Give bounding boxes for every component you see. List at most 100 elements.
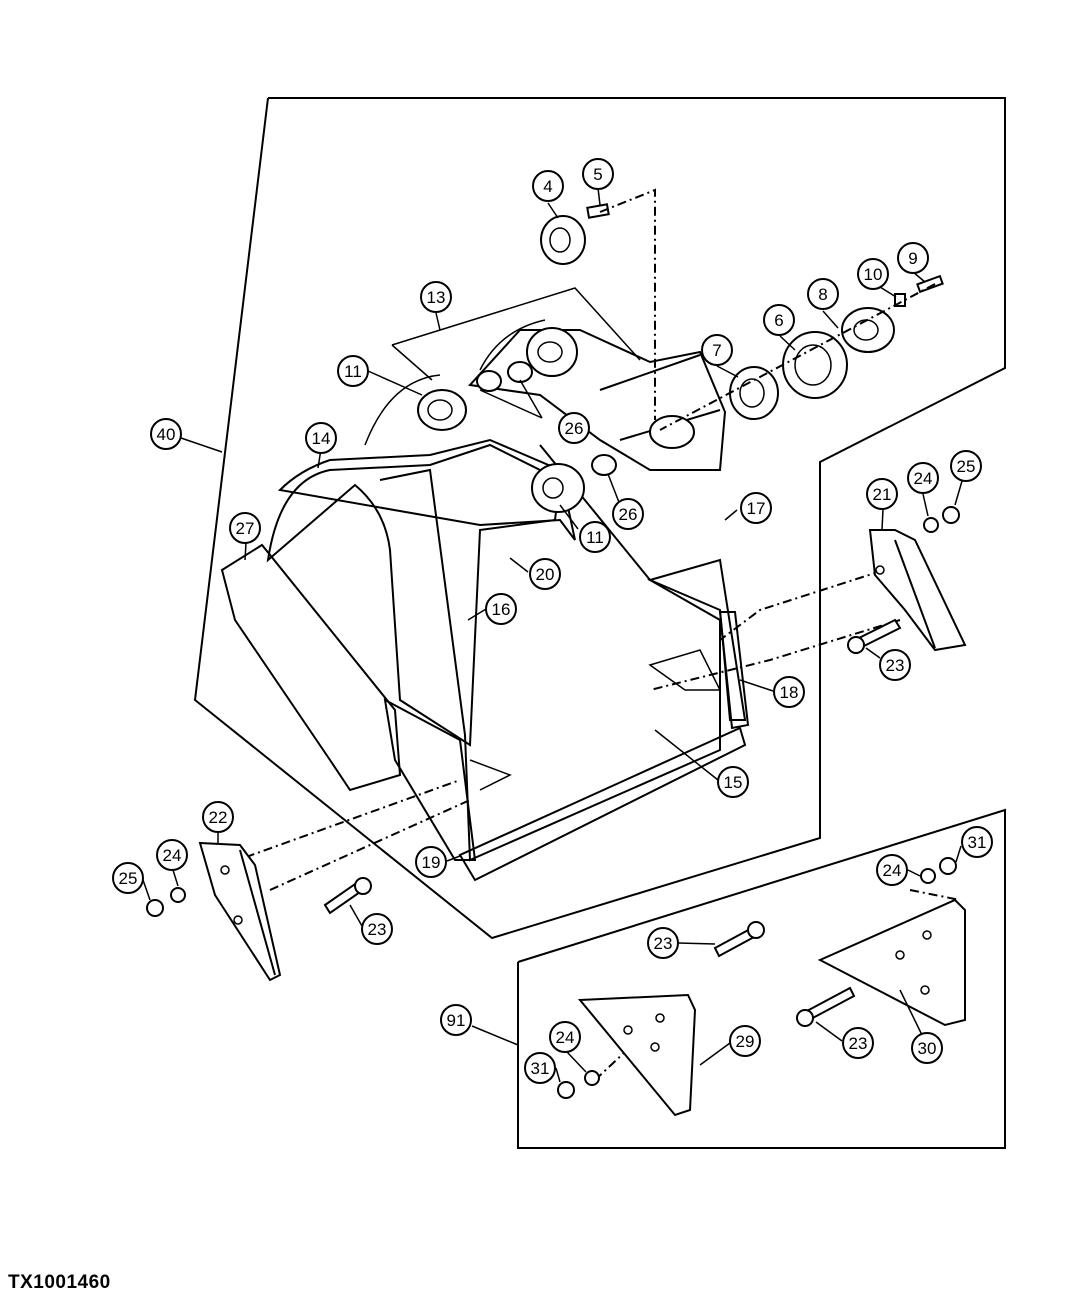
assembly-path-right [659,283,936,431]
kit-nut-31-bottom [557,1081,575,1099]
svg-text:23: 23 [886,656,905,675]
side-cutter-kit-boundary [517,808,1006,1149]
cutter-29-hole-c [650,1042,660,1052]
callout-24-kit-bottom: 24 [549,1021,581,1053]
boss-11-lower [531,463,585,513]
kit-nut-24-top [920,868,936,884]
side-cutter-29 [577,993,697,1117]
kit-nut-31-top [939,857,957,875]
svg-text:91: 91 [447,1011,466,1030]
bolt-5 [586,203,610,219]
bushing-26-b [507,361,533,383]
svg-text:25: 25 [119,869,138,888]
callout-13: 13 [420,281,452,313]
callout-25-right: 25 [950,450,982,482]
side-cutter-22 [198,841,282,982]
assembly-path-top [599,188,656,420]
callout-15: 15 [717,766,749,798]
callout-19: 19 [415,846,447,878]
svg-text:31: 31 [531,1059,550,1078]
assembly-path-left [209,779,461,871]
svg-text:19: 19 [422,853,441,872]
shim-ring-4-inner [549,227,571,253]
callout-8: 8 [807,278,839,310]
svg-text:26: 26 [565,419,584,438]
boss-11-lower-inner [542,477,564,499]
callout-5: 5 [582,158,614,190]
svg-text:31: 31 [968,833,987,852]
side-cutter-22-flange [239,849,276,976]
callout-10: 10 [857,258,889,290]
svg-text:18: 18 [780,683,799,702]
boss-11-upper-inner [427,399,453,421]
callout-31-kit-bottom: 31 [524,1052,556,1084]
callout-7: 7 [701,334,733,366]
nut-24-right [923,517,939,533]
kit-bolt-23-upper-head [747,921,765,939]
svg-text:26: 26 [619,505,638,524]
screw-9 [916,274,944,294]
spring-6-inner [794,344,832,386]
assembly-path-left-bolt [269,799,471,891]
side-cutter-21 [868,529,967,652]
callout-21: 21 [866,478,898,510]
assembly-path-right-bolt [649,619,901,691]
bolt-23-right-head [847,636,865,654]
spring-6 [782,331,848,399]
bolt-23-left-head [354,877,372,895]
callout-11-lower: 11 [579,521,611,553]
svg-text:20: 20 [536,565,555,584]
cutter-29-hole-a [623,1025,633,1035]
svg-text:15: 15 [724,773,743,792]
callout-23-kit-upper: 23 [647,927,679,959]
svg-text:17: 17 [747,499,766,518]
callout-24-left: 24 [156,839,188,871]
svg-text:23: 23 [368,920,387,939]
bucket-side-left [266,443,562,747]
boss-upper-right-inner [537,341,563,363]
callout-9: 9 [897,242,929,274]
svg-text:29: 29 [736,1032,755,1051]
svg-text:9: 9 [908,249,917,268]
nut-24-left [170,887,186,903]
svg-text:24: 24 [883,861,902,880]
callout-16: 16 [485,593,517,625]
callout-22: 22 [202,801,234,833]
callout-26-mid: 26 [565,419,584,438]
svg-text:25: 25 [957,457,976,476]
callout-14: 14 [305,422,337,454]
svg-text:23: 23 [849,1034,868,1053]
cap-8 [841,307,895,353]
assembly-path-kit-right [909,889,961,901]
svg-text:13: 13 [427,288,446,307]
svg-text:8: 8 [818,285,827,304]
cutter-21-hole [875,565,885,575]
svg-text:4: 4 [543,177,552,196]
callout-24-right: 24 [907,462,939,494]
svg-text:27: 27 [236,519,255,538]
side-cutter-30 [817,898,966,1027]
right-side-plate [647,558,747,721]
side-cutter-21-flange [894,539,936,649]
bucket-lip [458,726,747,882]
bushing-26-a [476,370,502,392]
callout-11-upper: 11 [337,355,369,387]
svg-text:5: 5 [593,165,602,184]
svg-text:24: 24 [163,846,182,865]
callout-6: 6 [763,304,795,336]
cutter-22-hole-a [220,865,230,875]
link-plate [391,287,641,381]
svg-text:7: 7 [712,341,721,360]
cutter-30-hole-a [895,950,905,960]
svg-text:11: 11 [344,362,362,381]
cutter-22-hole-b [233,915,243,925]
bucket-back-shell [277,438,576,541]
svg-text:40: 40 [157,425,176,444]
boss-arc [364,319,546,446]
callout-91: 91 [440,1004,472,1036]
shim-ring-4 [540,215,586,265]
svg-text:24: 24 [556,1028,575,1047]
callout-30: 30 [911,1032,943,1064]
bucket-floor-line [469,649,722,791]
